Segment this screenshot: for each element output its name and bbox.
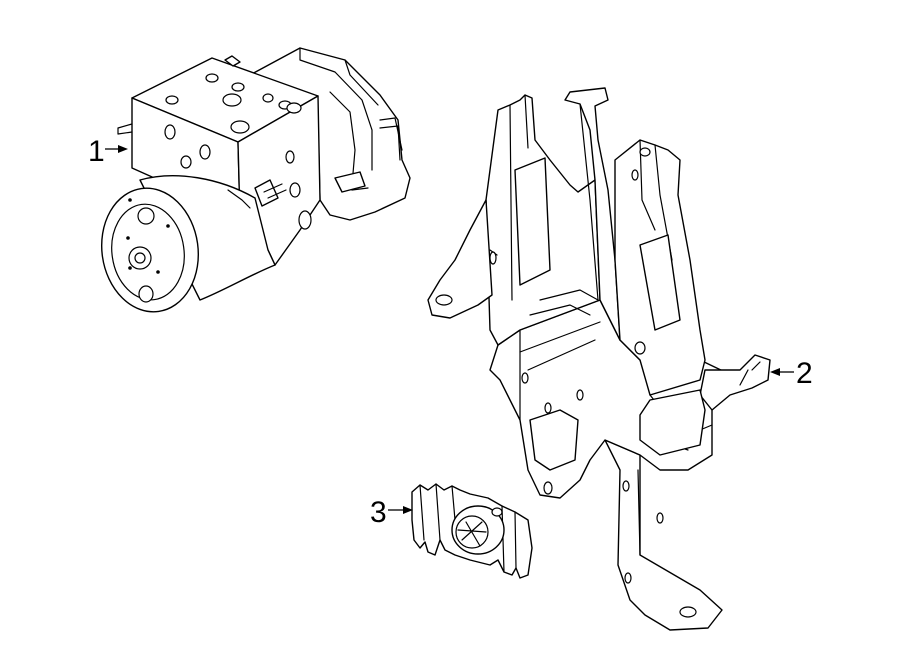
callout-1-label: 1	[88, 135, 105, 168]
callout-3-arrowhead	[403, 506, 413, 514]
callout-3: 3	[370, 496, 413, 529]
mounting-bracket	[427, 87, 771, 631]
callout-2: 2	[770, 357, 813, 390]
callout-2-arrowhead	[770, 368, 780, 376]
callout-2-label: 2	[796, 357, 813, 390]
callout-1-arrowhead	[118, 145, 128, 153]
abs-modulator-assembly	[100, 47, 411, 313]
callout-1: 1	[88, 135, 128, 168]
callout-3-label: 3	[370, 496, 387, 529]
sensor-grommet	[411, 483, 533, 579]
